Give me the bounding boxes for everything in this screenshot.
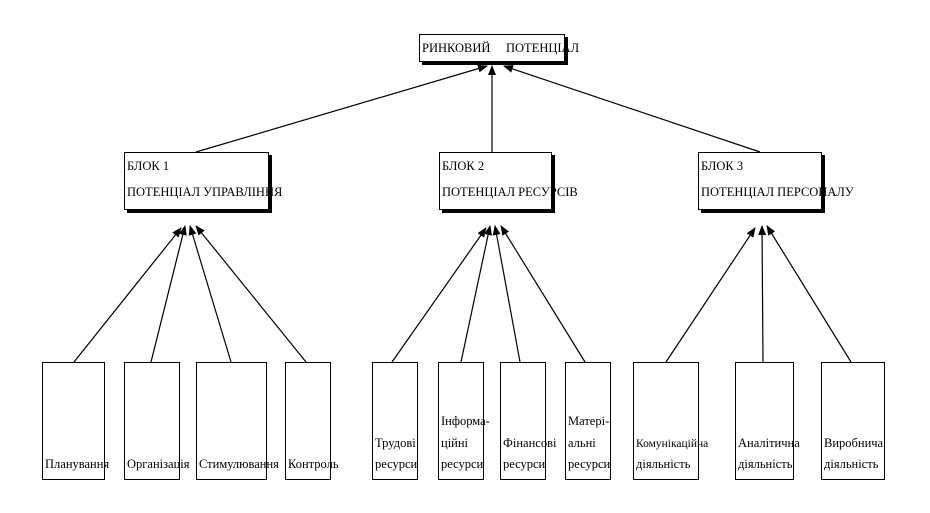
leaf-label-line: ційні (441, 435, 469, 450)
block-title: ПОТЕНЦІАЛ РЕСУРСІВ (442, 184, 578, 199)
arrow-stimulation-to-block1 (188, 225, 232, 363)
leaf-label-line: ресурси (568, 457, 611, 472)
leaf-financial-resources: Фінансові ресурси (500, 362, 557, 480)
arrow-planning-to-block1 (73, 227, 182, 363)
arrow-control-to-block1 (195, 225, 307, 363)
leaf-information-resources: Інформа- ційні ресурси (438, 362, 490, 480)
block-number: БЛОК 2 (442, 159, 485, 173)
arrow-financial-to-block2 (492, 225, 521, 363)
leaf-analytical-activity: Аналітична діяльність (735, 362, 800, 480)
leaf-planning: Планування (42, 362, 110, 480)
leaf-control: Контроль (285, 362, 339, 480)
leaf-label-line: Комунікаційна (636, 438, 709, 450)
arrow-communication-to-block3 (665, 227, 756, 363)
leaf-organization: Організація (124, 362, 190, 480)
block-number: БЛОК 1 (127, 159, 170, 173)
block-title: ПОТЕНЦІАЛ ПЕРСОНАЛУ (701, 184, 854, 199)
leaf-label-line: Матері- (568, 414, 610, 429)
leaf-label-line: діяльність (738, 457, 793, 472)
arrow-information-to-block2 (460, 225, 493, 363)
leaf-label: Організація (127, 457, 190, 472)
block-title: ПОТЕНЦІАЛ УПРАВЛІННЯ (127, 184, 283, 199)
root-node: РИНКОВИЙ ПОТЕНЦІАЛ (419, 34, 579, 62)
arrow-organization-to-block1 (150, 225, 187, 363)
leaf-label-line: діяльність (636, 457, 691, 472)
root-label-right: ПОТЕНЦІАЛ (506, 41, 580, 55)
arrow-material-to-block2 (500, 225, 586, 363)
leaf-label-line: Фінансові (503, 435, 557, 450)
arrow-analytical-to-block3 (758, 225, 767, 363)
leaf-label-line: альні (568, 435, 596, 450)
leaf-label-line: Виробнича (824, 435, 884, 450)
leaf-label-line: ресурси (441, 457, 484, 472)
leaf-label: Контроль (288, 457, 339, 472)
leaf-stimulation: Стимулювання (196, 362, 279, 480)
leaf-label-line: Аналітична (738, 435, 800, 450)
arrow-labor-to-block2 (391, 227, 487, 363)
arrow-block1-to-root (195, 64, 488, 153)
leaf-label: Стимулювання (199, 457, 279, 472)
leaf-label: Планування (45, 457, 110, 472)
arrow-production-to-block3 (766, 225, 852, 363)
block-resources: БЛОК 2 ПОТЕНЦІАЛ РЕСУРСІВ (439, 152, 578, 210)
root-label-left: РИНКОВИЙ (422, 41, 491, 55)
block-number: БЛОК 3 (701, 159, 744, 173)
block-personnel: БЛОК 3 ПОТЕНЦІАЛ ПЕРСОНАЛУ (698, 152, 854, 210)
arrow-block3-to-root (503, 65, 761, 153)
leaf-label-line: Інформа- (441, 414, 490, 429)
leaf-label-line: ресурси (503, 457, 546, 472)
leaf-communication-activity: Комунікаційна діяльність (633, 362, 709, 480)
leaf-label-line: ресурси (375, 457, 418, 472)
leaf-label-line: Трудові (375, 435, 416, 450)
block-management: БЛОК 1 ПОТЕНЦІАЛ УПРАВЛІННЯ (124, 152, 283, 210)
leaf-production-activity: Виробнича діяльність (821, 362, 885, 480)
leaf-material-resources: Матері- альні ресурси (565, 362, 611, 480)
leaf-label-line: діяльність (824, 457, 879, 472)
leaf-labor-resources: Трудові ресурси (372, 362, 418, 480)
